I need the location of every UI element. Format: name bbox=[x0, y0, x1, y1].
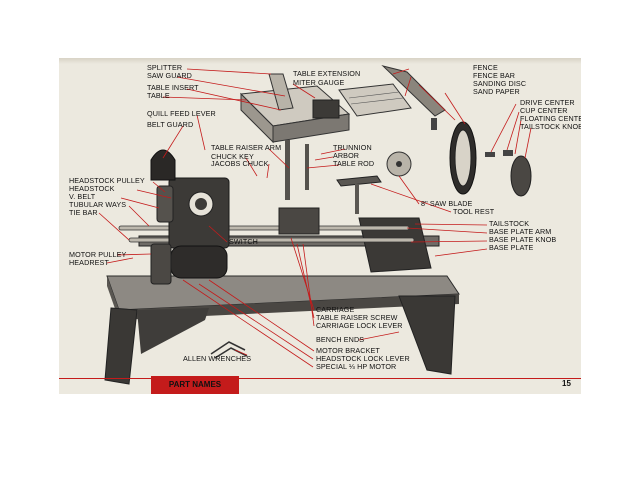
label-tie-bar: TIE BAR bbox=[69, 208, 98, 217]
label-motor-pulley: MOTOR PULLEY bbox=[69, 250, 127, 259]
label-table-insert: TABLE INSERT bbox=[147, 83, 199, 92]
label-base-plate-knob: BASE PLATE KNOB bbox=[489, 235, 557, 244]
label-floating-center: FLOATING CENTER bbox=[520, 114, 581, 123]
label-sanding-disc: SANDING DISC bbox=[473, 79, 527, 88]
label-v-belt: V. BELT bbox=[69, 192, 96, 201]
label-special-motor: SPECIAL ⅓ HP MOTOR bbox=[316, 362, 397, 371]
label-headstock-lock-lever: HEADSTOCK LOCK LEVER bbox=[316, 354, 410, 363]
label-sand-paper: SAND PAPER bbox=[473, 87, 520, 96]
label-tubular-ways: TUBULAR WAYS bbox=[69, 200, 127, 209]
label-headstock: HEADSTOCK bbox=[69, 184, 115, 193]
label-fence-bar: FENCE BAR bbox=[473, 71, 516, 80]
label-table-rod: TABLE ROD bbox=[333, 159, 375, 168]
label-table-extension: TABLE EXTENSION bbox=[293, 69, 361, 78]
label-table-raiser-screw: TABLE RAISER SCREW bbox=[316, 313, 398, 322]
label-carriage: CARRIAGE bbox=[316, 305, 355, 314]
label-saw-guard: SAW GUARD bbox=[147, 71, 192, 80]
label-drive-center: DRIVE CENTER bbox=[520, 98, 575, 107]
label-allen-wrenches: ALLEN WRENCHES bbox=[183, 354, 252, 363]
label-motor-bracket: MOTOR BRACKET bbox=[316, 346, 380, 355]
label-carriage-lock-lever: CARRIAGE LOCK LEVER bbox=[316, 321, 403, 330]
label-chuck-key: CHUCK KEY bbox=[211, 152, 254, 161]
label-tailstock-knob: TAILSTOCK KNOB bbox=[520, 122, 581, 131]
leader-lines bbox=[98, 68, 532, 368]
label-switch: SWITCH bbox=[229, 237, 258, 246]
machine-illustration bbox=[98, 65, 532, 385]
label-headstock-pulley: HEADSTOCK PULLEY bbox=[69, 176, 145, 185]
label-table: TABLE bbox=[147, 91, 170, 100]
label-quill-feed-lever: QUILL FEED LEVER bbox=[147, 109, 216, 118]
label-cup-center: CUP CENTER bbox=[520, 106, 568, 115]
label-base-plate-arm: BASE PLATE ARM bbox=[489, 227, 552, 236]
label-belt-guard: BELT GUARD bbox=[147, 120, 194, 129]
page-number: 15 bbox=[562, 379, 571, 388]
label-table-raiser-arm: TABLE RAISER ARM bbox=[211, 143, 282, 152]
label-tailstock: TAILSTOCK bbox=[489, 219, 530, 228]
label-base-plate: BASE PLATE bbox=[489, 243, 534, 252]
footer-rule bbox=[59, 378, 581, 380]
label-headrest: HEADREST bbox=[69, 258, 109, 267]
label-arbor: ARBOR bbox=[333, 151, 360, 160]
label-fence: FENCE bbox=[473, 63, 498, 72]
label-trunnion: TRUNNION bbox=[333, 143, 372, 152]
footer-title-badge: PART NAMES bbox=[151, 376, 239, 394]
scan-edge bbox=[59, 58, 581, 64]
label-miter-gauge: MITER GAUGE bbox=[293, 78, 345, 87]
label-jacobs-chuck: JACOBS CHUCK bbox=[211, 159, 269, 168]
label-tool-rest: TOOL REST bbox=[453, 207, 495, 216]
label-bench-ends: BENCH ENDS bbox=[316, 335, 365, 344]
label-saw-blade: 8" SAW BLADE bbox=[421, 199, 473, 208]
label-splitter: SPLITTER bbox=[147, 63, 183, 72]
manual-page: SPLITTER SAW GUARD TABLE INSERT TABLE QU… bbox=[59, 58, 581, 394]
